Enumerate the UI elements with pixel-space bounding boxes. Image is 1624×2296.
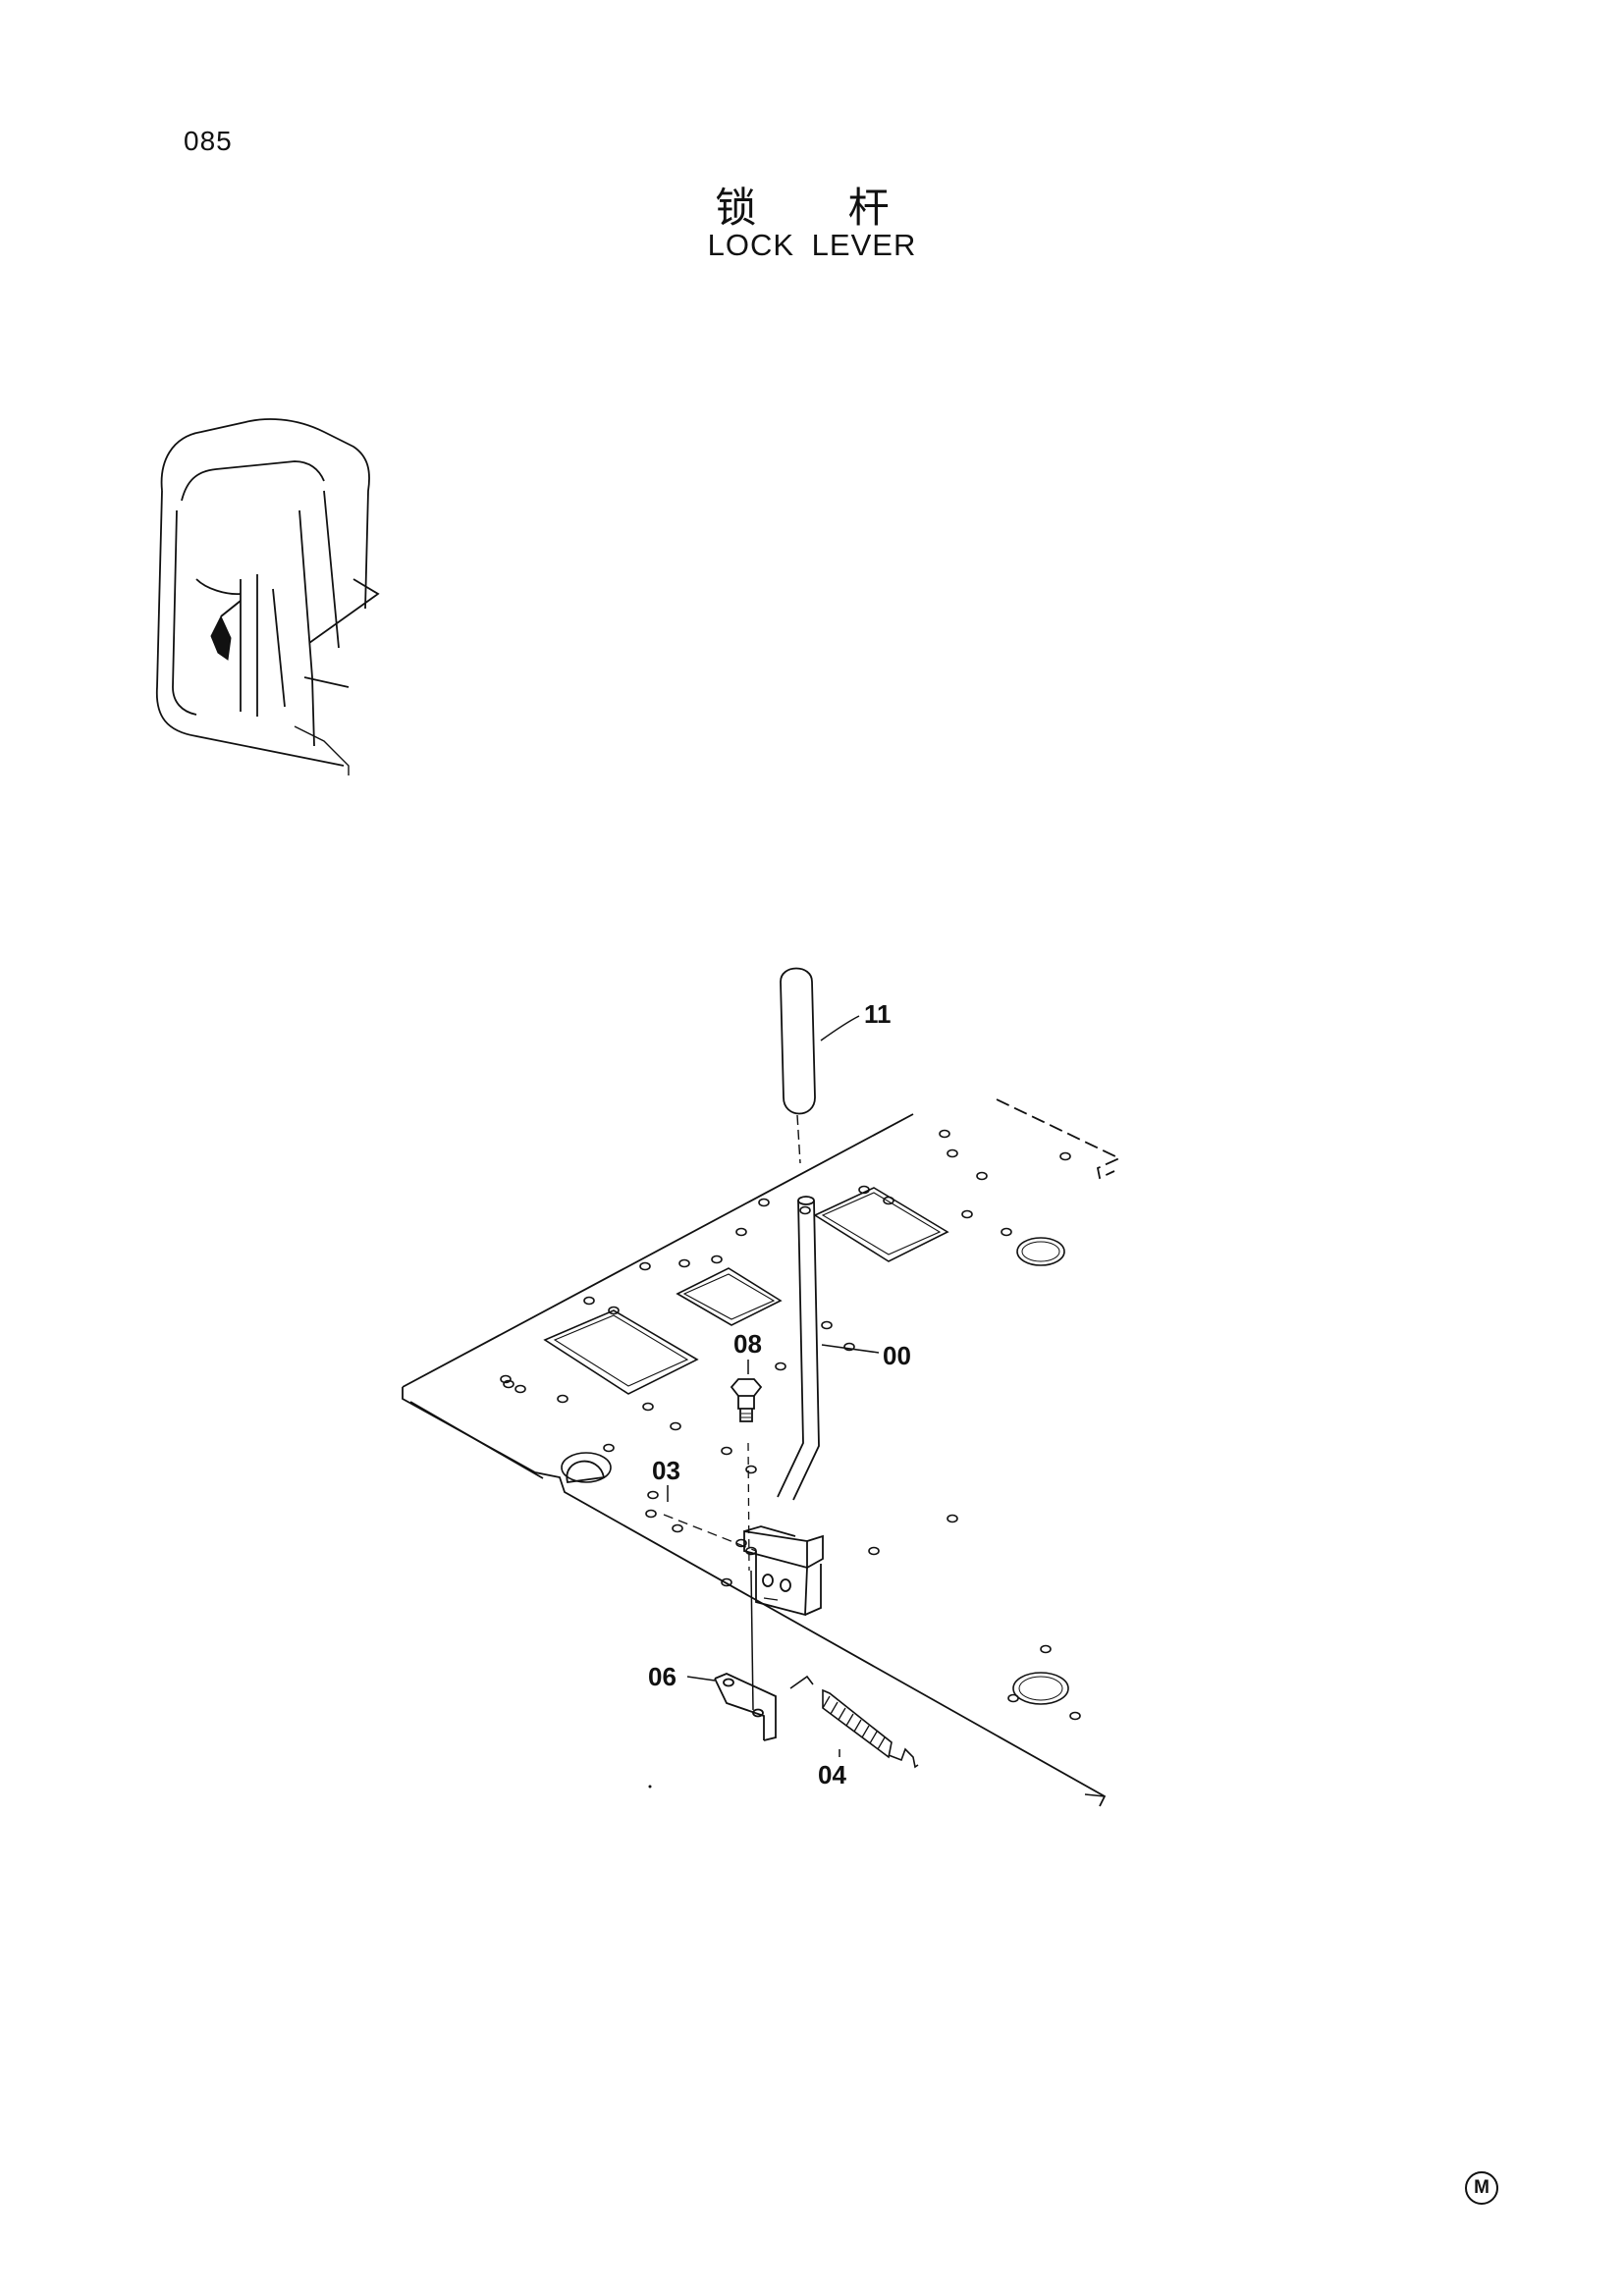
- part-00-lever: [743, 1196, 824, 1617]
- title-chinese: 锁 杆: [715, 184, 929, 232]
- leader-lines: [667, 1015, 880, 1757]
- part-08-bolt: [663, 1378, 763, 1572]
- part-04-spring: [789, 1675, 919, 1769]
- page-number: 085: [184, 126, 233, 156]
- callout-11: 11: [864, 999, 892, 1029]
- callout-00: 00: [883, 1341, 911, 1370]
- part-06-bracket: [714, 1570, 777, 1741]
- callout-03: 03: [652, 1456, 680, 1485]
- mounting-holes: [500, 1129, 1081, 1721]
- title-english: LOCK LEVER: [707, 228, 917, 262]
- floor-plate: [402, 1098, 1122, 1807]
- stray-dot: [648, 1785, 652, 1789]
- part-11-grip: [780, 967, 816, 1164]
- floor-openings: [543, 1187, 1069, 1705]
- callout-06: 06: [648, 1662, 677, 1691]
- callout-04: 04: [818, 1760, 846, 1789]
- callout-08: 08: [733, 1329, 762, 1359]
- corner-mark: M: [1465, 2171, 1498, 2205]
- cab-locator-thumbnail: [155, 418, 380, 775]
